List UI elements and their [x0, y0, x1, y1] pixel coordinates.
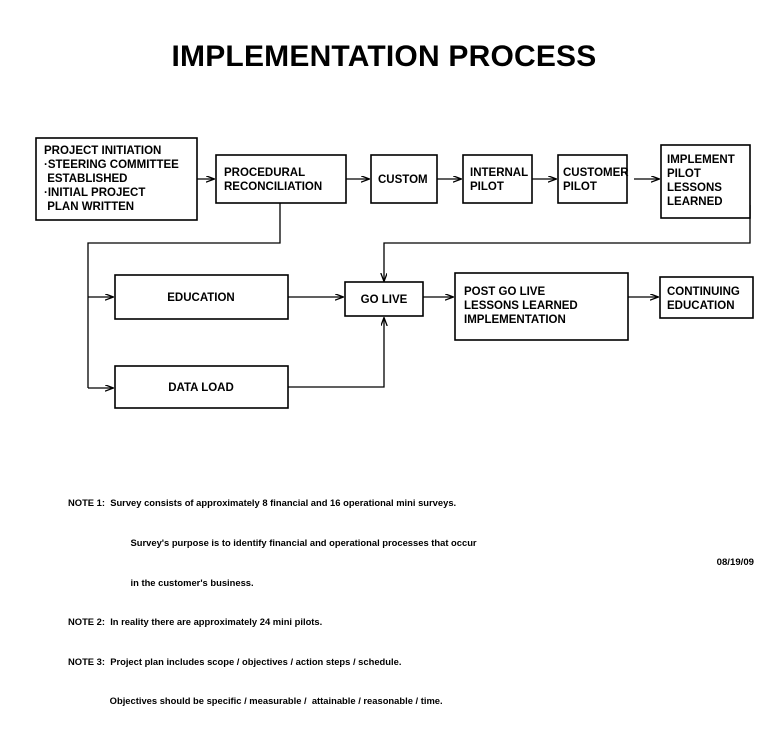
- node-procedural-reconciliation[interactable]: PROCEDURAL RECONCILIATION: [215, 154, 347, 204]
- implementation-process-flowchart: PROJECT INITIATION ·STEERING COMMITTEE E…: [35, 137, 754, 409]
- node-continuing-education-line-1: EDUCATION: [667, 300, 735, 312]
- node-implement-pilot-line-3: LEARNED: [667, 196, 723, 208]
- node-continuing-education[interactable]: CONTINUING EDUCATION: [659, 276, 754, 319]
- node-post-go-live-line-2: IMPLEMENTATION: [464, 314, 566, 326]
- node-customer-pilot-line-1: PILOT: [563, 181, 597, 193]
- node-project-initiation-box[interactable]: [35, 137, 198, 221]
- node-project-initiation-line-3: ·INITIAL PROJECT: [44, 187, 145, 199]
- edge-implement-pilot-to-go-live: [384, 205, 751, 281]
- edge-procedural-reconciliation-down-rail: [87, 203, 281, 388]
- node-customer-pilot-box[interactable]: [557, 154, 628, 204]
- node-customer-pilot[interactable]: CUSTOMER PILOT: [557, 154, 629, 204]
- node-data-load-line-0: DATA LOAD: [168, 382, 234, 394]
- page-title: IMPLEMENTATION PROCESS: [171, 40, 597, 73]
- node-project-initiation-line-4: PLAN WRITTEN: [44, 201, 134, 213]
- node-post-go-live-line-1: LESSONS LEARNED: [464, 300, 578, 312]
- node-go-live-box[interactable]: [344, 281, 424, 317]
- node-data-load-box[interactable]: [114, 365, 289, 409]
- node-education[interactable]: EDUCATION: [114, 274, 289, 320]
- node-implement-pilot-line-0: IMPLEMENT: [667, 154, 735, 166]
- node-project-initiation-line-1: ·STEERING COMMITTEE: [44, 159, 179, 171]
- node-data-load[interactable]: DATA LOAD: [114, 365, 289, 409]
- connector-layer: [87, 179, 751, 388]
- node-project-initiation-line-2: ESTABLISHED: [44, 173, 128, 185]
- node-internal-pilot[interactable]: INTERNAL PILOT: [462, 154, 533, 204]
- node-procedural-reconciliation-line-1: RECONCILIATION: [224, 181, 322, 193]
- note-line-1: NOTE 1: Survey consists of approximately…: [68, 497, 457, 509]
- node-internal-pilot-line-0: INTERNAL: [470, 167, 528, 179]
- node-go-live[interactable]: GO LIVE: [344, 281, 424, 317]
- note-line-6: Objectives should be specific / measurab…: [68, 695, 443, 707]
- node-custom-line-0: CUSTOM: [378, 174, 428, 186]
- node-procedural-reconciliation-line-0: PROCEDURAL: [224, 167, 305, 179]
- node-implement-pilot-lessons-learned-box[interactable]: [660, 144, 751, 219]
- note-line-3: in the customer's business.: [68, 576, 254, 588]
- node-post-go-live-lessons-learned-implementation[interactable]: POST GO LIVE LESSONS LEARNED IMPLEMENTAT…: [454, 272, 629, 341]
- edge-data-load-to-go-live: [288, 318, 384, 388]
- note-line-5: NOTE 3: Project plan includes scope / ob…: [68, 655, 402, 667]
- slide-date: 08/19/09: [716, 557, 754, 568]
- note-line-4: NOTE 2: In reality there are approximate…: [68, 616, 323, 628]
- node-education-line-0: EDUCATION: [167, 292, 235, 304]
- node-custom-box[interactable]: [370, 154, 438, 204]
- slide-canvas: IMPLEMENTATION PROCESS: [35, 40, 754, 707]
- node-internal-pilot-line-1: PILOT: [470, 181, 504, 193]
- node-continuing-education-line-0: CONTINUING: [667, 286, 740, 298]
- node-post-go-live-box[interactable]: [454, 272, 629, 341]
- notes-block: NOTE 1: Survey consists of approximately…: [68, 470, 688, 734]
- node-internal-pilot-box[interactable]: [462, 154, 533, 204]
- node-customer-pilot-line-0: CUSTOMER: [563, 167, 629, 179]
- node-implement-pilot-lessons-learned[interactable]: IMPLEMENT PILOT LESSONS LEARNED: [660, 144, 751, 219]
- node-procedural-reconciliation-box[interactable]: [215, 154, 347, 204]
- node-continuing-education-box[interactable]: [659, 276, 754, 319]
- node-go-live-line-0: GO LIVE: [361, 294, 408, 306]
- node-project-initiation[interactable]: PROJECT INITIATION ·STEERING COMMITTEE E…: [35, 137, 198, 221]
- node-education-box[interactable]: [114, 274, 289, 320]
- node-project-initiation-line-0: PROJECT INITIATION: [44, 145, 161, 157]
- node-implement-pilot-line-1: PILOT: [667, 168, 701, 180]
- node-custom[interactable]: CUSTOM: [370, 154, 438, 204]
- node-implement-pilot-line-2: LESSONS: [667, 182, 722, 194]
- node-post-go-live-line-0: POST GO LIVE: [464, 286, 545, 298]
- note-line-2: Survey's purpose is to identify financia…: [68, 537, 477, 549]
